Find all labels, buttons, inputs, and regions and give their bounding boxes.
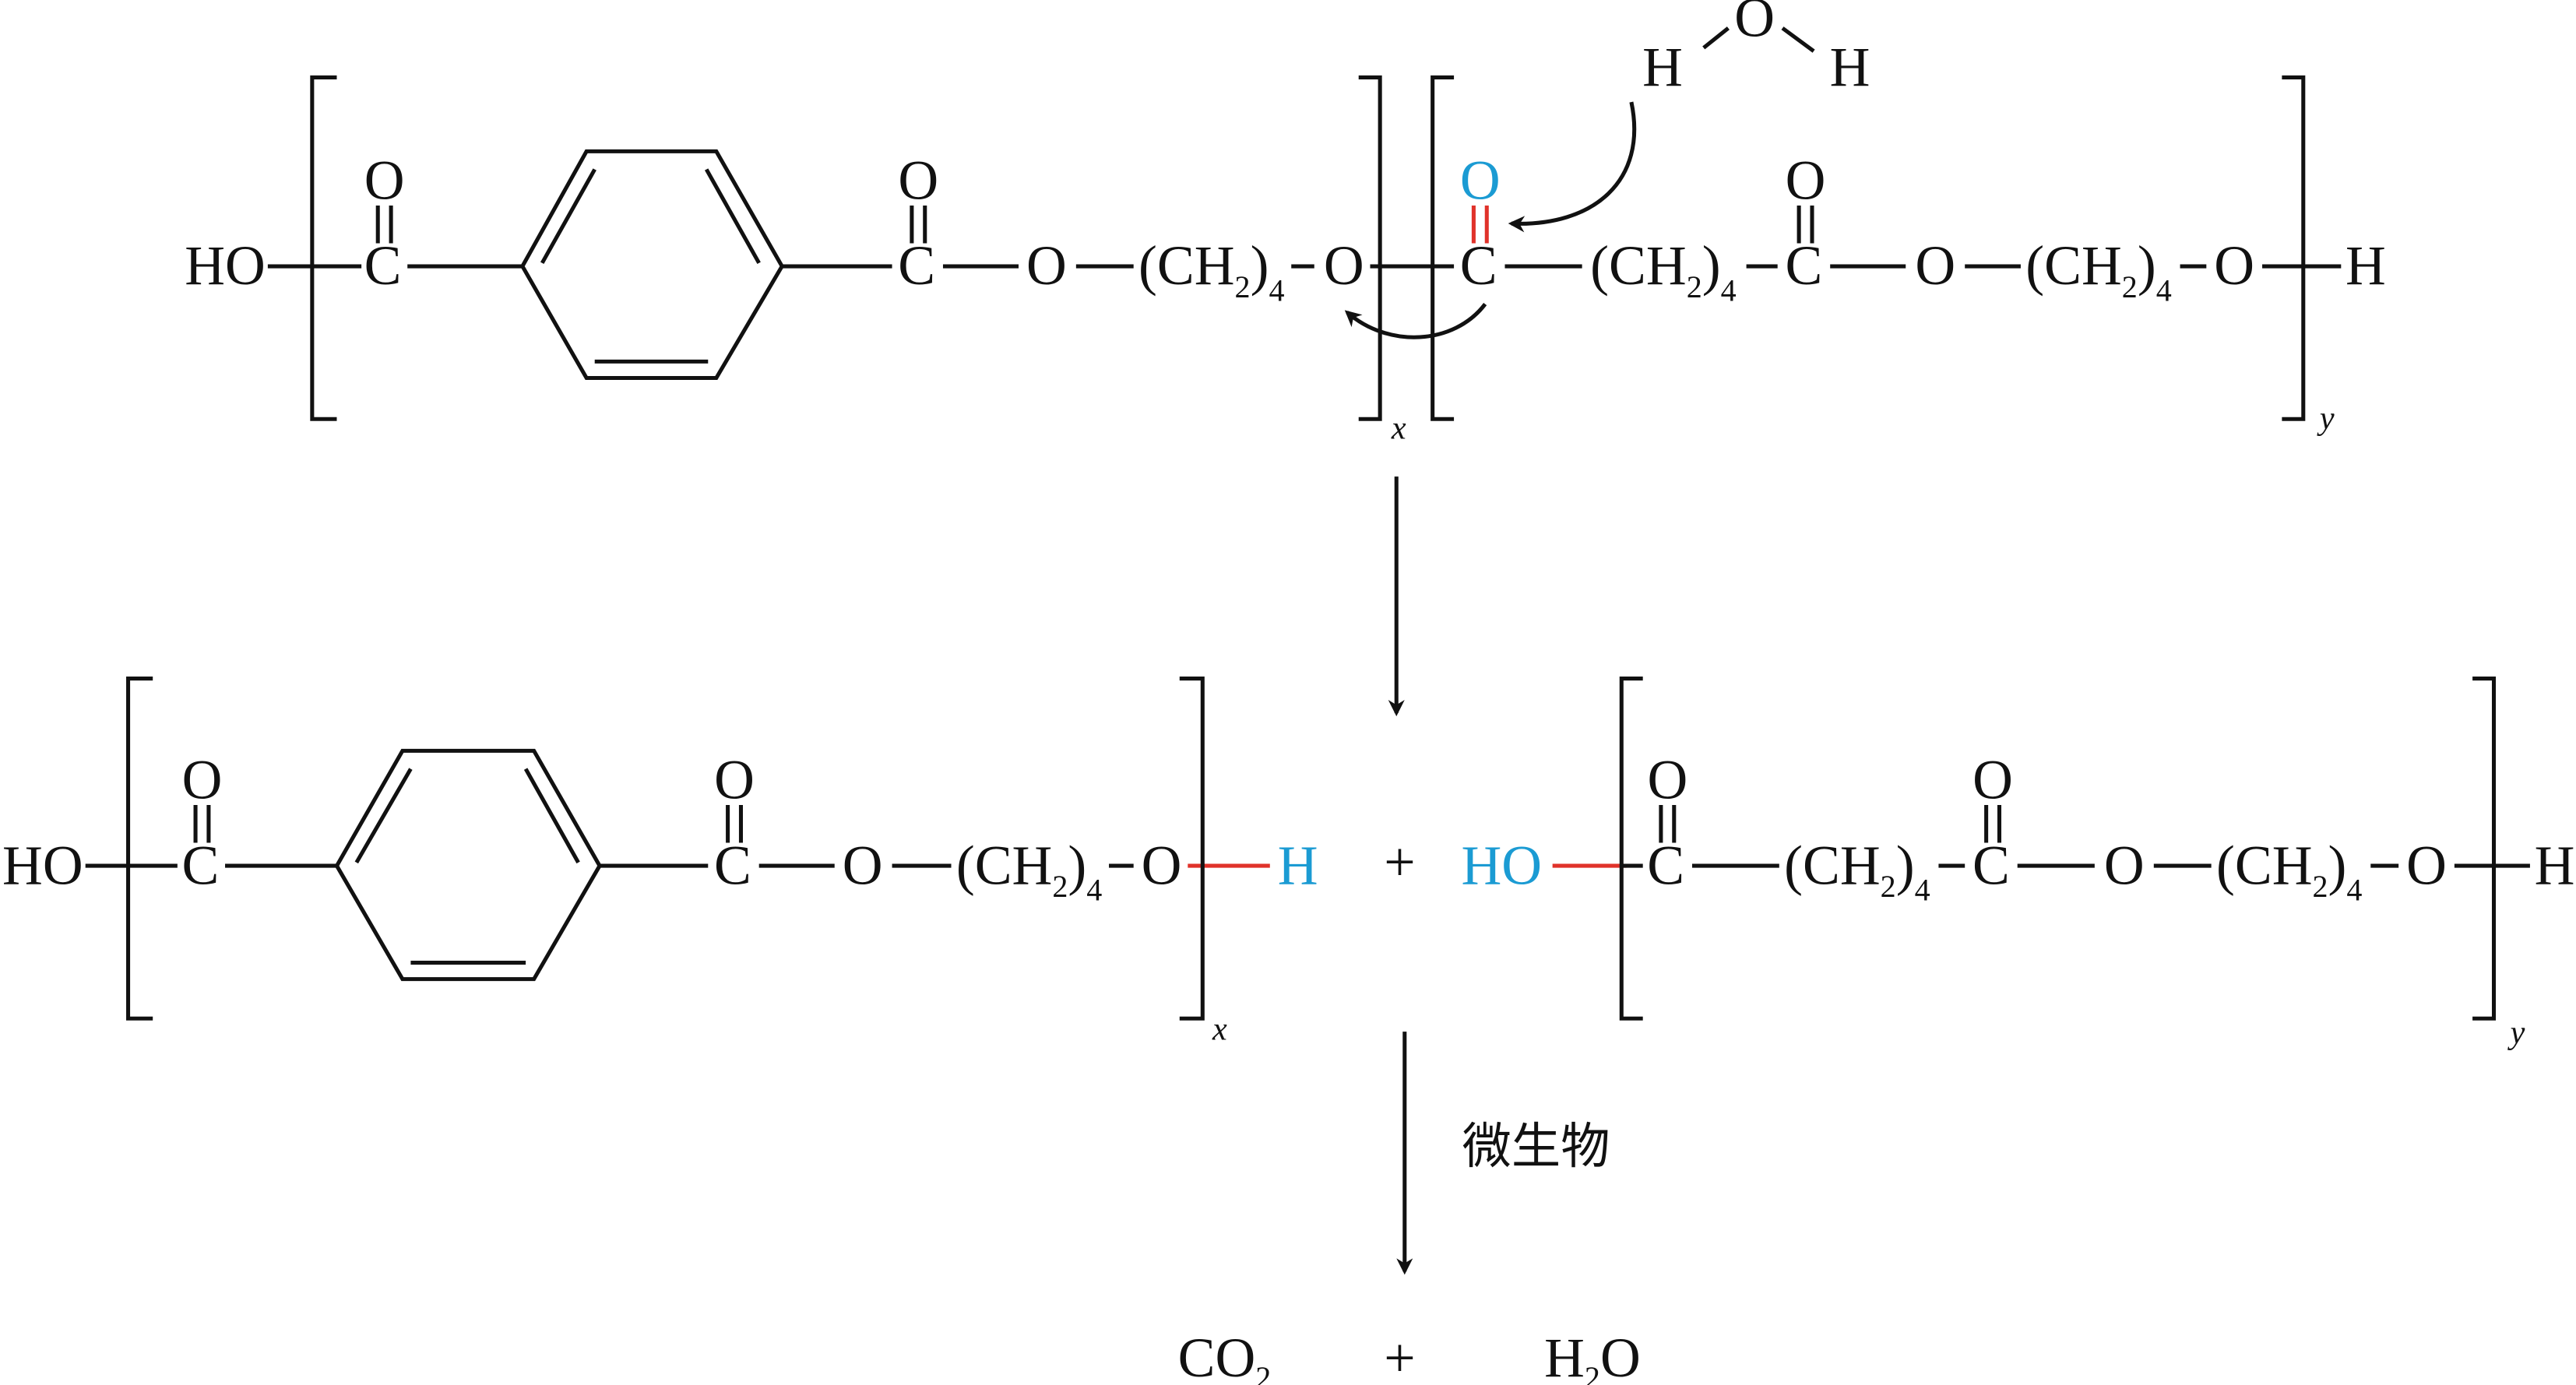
atom-label: O (2406, 834, 2447, 896)
atom-label: HO (185, 234, 266, 297)
bracket-left-y (1431, 75, 1455, 421)
atom-label: H (1830, 36, 1870, 98)
atom-label: O (1734, 0, 1775, 49)
curved-arrow-cleavage (1344, 303, 1487, 339)
atom-label: C (1460, 234, 1497, 297)
product-right: HO C O (CH2)4 C O O (CH2)4 O H y (1461, 677, 2575, 1051)
atom-label: H (2345, 234, 2386, 297)
plus-sign: + (1384, 831, 1415, 893)
atom-label: C (898, 234, 935, 297)
atom-label: O (1142, 834, 1182, 896)
atom-label: O (898, 149, 938, 212)
bracket-right-y (2282, 75, 2306, 421)
atom-label: O (1915, 234, 1955, 297)
atom-label: C (181, 834, 219, 896)
added-hydroxyl: HO (1461, 834, 1542, 896)
atom-label: C (1786, 234, 1823, 297)
atom-label: O (1324, 234, 1364, 297)
atom-label: O (182, 749, 223, 811)
bracket-left-x (310, 75, 337, 421)
h2o-formula: H2O (1544, 1327, 1641, 1385)
bracket-left-x (126, 677, 153, 1021)
atom-label: C (364, 234, 402, 297)
atom-label: O (1026, 234, 1067, 297)
subscript-x: x (1212, 1011, 1227, 1048)
atom-label: H (2535, 834, 2575, 896)
ch2-group: (CH2)4 (1590, 234, 1737, 308)
atom-label: C (1647, 834, 1684, 896)
carbonyl-oxygen-highlighted: O (1460, 149, 1501, 212)
co2-formula: CO2 (1178, 1327, 1272, 1385)
atom-label: C (714, 834, 751, 896)
atom-label: O (2214, 234, 2254, 297)
bracket-left-y (1619, 677, 1643, 1021)
atom-label: O (364, 149, 405, 212)
atom-label: HO (2, 834, 83, 896)
added-hydrogen: H (1278, 834, 1318, 896)
ch2-group: (CH2)4 (2216, 834, 2363, 907)
ch2-group: (CH2)4 (2025, 234, 2172, 308)
atom-label: C (1972, 834, 2010, 896)
bracket-right-x (1358, 75, 1382, 421)
bracket-right-x (1179, 677, 1205, 1021)
water-molecule: H O H (1642, 0, 1870, 98)
benzene-ring (334, 748, 602, 982)
plus-sign: + (1384, 1327, 1415, 1385)
product-left: HO C O C O O (CH2)4 O H x (2, 677, 1318, 1048)
ch2-group: (CH2)4 (956, 834, 1103, 907)
subscript-y: y (2317, 400, 2335, 437)
bracket-right-y (2472, 677, 2497, 1021)
ch2-group: (CH2)4 (1784, 834, 1930, 907)
final-products: CO2 + H2O (1178, 1327, 1641, 1385)
subscript-y: y (2507, 1014, 2525, 1051)
ch2-group: (CH2)4 (1138, 234, 1285, 308)
atom-label: H (1642, 36, 1683, 98)
atom-label: O (1786, 149, 1826, 212)
atom-label: O (714, 749, 755, 811)
atom-label: O (2104, 834, 2145, 896)
atom-label: O (1647, 749, 1687, 811)
benzene-ring (519, 149, 785, 381)
curved-arrow-attack (1508, 101, 1637, 233)
atom-label: O (1972, 749, 2013, 811)
atom-label: O (843, 834, 883, 896)
subscript-x: x (1391, 410, 1406, 447)
catalyst-label: 微生物 (1462, 1117, 1610, 1175)
reactant-polymer: HO C O C O O (CH2)4 O x C O (CH2)4 (185, 75, 2386, 447)
